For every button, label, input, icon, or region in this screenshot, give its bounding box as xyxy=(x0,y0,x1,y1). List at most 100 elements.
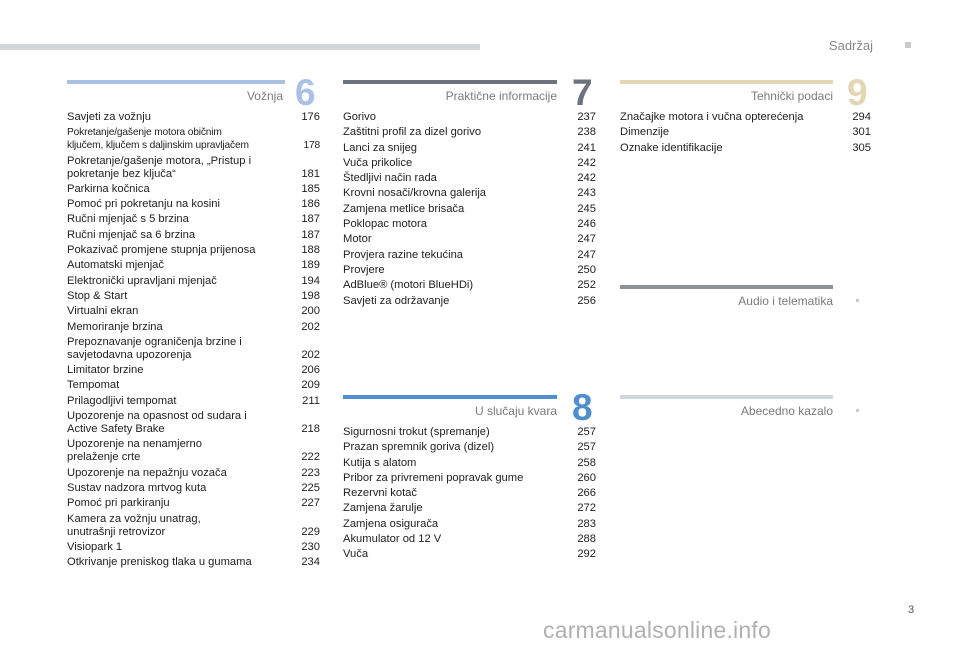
section-bar xyxy=(343,395,557,399)
toc-entry[interactable]: Memoriranje brzina 202 xyxy=(67,321,320,334)
toc-entry-label: Motor xyxy=(343,233,372,246)
toc-entry-page: 246 xyxy=(577,218,596,231)
toc-entry-page: 176 xyxy=(301,111,320,123)
toc-entry-label: AdBlue® (motori BlueHDi) xyxy=(343,279,474,292)
toc-entry-label: Pokazivač promjene stupnja prijenosa xyxy=(67,244,256,257)
toc-entry[interactable]: Značajke motora i vučna opterećenja 294 xyxy=(620,111,871,124)
toc-entry-label: Sigurnosni trokut (spremanje) xyxy=(343,426,490,438)
section-bar xyxy=(343,80,557,84)
section-title: Praktične informacije xyxy=(445,89,557,103)
toc-entry-page: 222 xyxy=(301,451,320,464)
toc-entry-page: 229 xyxy=(301,525,320,538)
section-title: Vožnja xyxy=(246,89,283,103)
toc-entry-label: Kamera za vožnju unatrag, unutrašnji ret… xyxy=(67,512,201,538)
toc-entry[interactable]: Pokretanje/gašenje motora običnim ključe… xyxy=(67,126,320,152)
section-u-slucaju-kvara[interactable]: U slučaju kvara 8 Sigurnosni trokut (spr… xyxy=(343,387,596,575)
toc-entry-label: Pomoć pri parkiranju xyxy=(67,497,170,510)
toc-entry[interactable]: Upozorenje na opasnost od sudara i Activ… xyxy=(67,410,320,436)
toc-entry[interactable]: AdBlue® (motori BlueHDi)252 xyxy=(343,279,596,292)
toc-entry[interactable]: Prepoznavanje ograničenja brzine i savje… xyxy=(67,336,320,362)
toc-entry-label: Savjeti za održavanje xyxy=(343,294,450,307)
toc-entry-label: Štedljivi način rada xyxy=(343,172,437,185)
toc-entry-label: Tempomat xyxy=(67,379,120,392)
toc-entry-label: Pribor za privremeni popravak gume xyxy=(343,471,524,484)
section-number: 8 xyxy=(572,387,593,428)
toc-entry-page: 301 xyxy=(852,126,871,139)
toc-entry-page: 202 xyxy=(301,320,320,333)
toc-entry[interactable]: Prazan spremnik goriva (dizel)257 xyxy=(343,441,596,454)
section-abecedno-kazalo[interactable]: Abecedno kazalo xyxy=(620,395,871,435)
toc-entry-page: 243 xyxy=(577,187,596,200)
toc-entry[interactable]: Upozorenje na nenamjerno prelaženje crte… xyxy=(67,438,320,464)
toc-entry-page: 211 xyxy=(302,394,320,407)
section-tehnicki-podaci[interactable]: Tehnički podaci 9 Značajke motora i vučn… xyxy=(620,72,871,180)
toc-entry[interactable]: Pokretanje/gašenje motora, „Pristup i po… xyxy=(67,155,320,181)
toc-entry-label: Ručni mjenjač sa 6 brzina xyxy=(67,228,196,241)
toc-entry-page: 288 xyxy=(577,533,596,546)
toc-entry-page: 189 xyxy=(301,259,320,272)
toc-entry-label: Kutija s alatom xyxy=(343,456,417,469)
toc-entry-label: Parkirna kočnica xyxy=(67,182,150,195)
toc-entry-page: 257 xyxy=(577,426,596,438)
toc-entry-page: 294 xyxy=(852,111,871,123)
section-audio-i-telematika[interactable]: Audio i telematika xyxy=(620,285,871,325)
toc-entry-page: 202 xyxy=(301,348,320,361)
toc-entry-page: 305 xyxy=(852,141,871,154)
toc-entry-label: Memoriranje brzina xyxy=(67,320,163,333)
toc-entry[interactable]: Sigurnosni trokut (spremanje) 257 xyxy=(343,426,596,439)
toc-entry-label: Gorivo xyxy=(343,111,376,123)
toc-entry-page: 186 xyxy=(301,198,320,211)
toc-entry-label: Zamjena osigurača xyxy=(343,517,439,530)
toc-entry-page: 256 xyxy=(577,294,596,307)
toc-entry[interactable]: Kamera za vožnju unatrag, unutrašnji ret… xyxy=(67,513,320,539)
toc-entry-page: 206 xyxy=(301,364,320,377)
toc-entry-page: 225 xyxy=(301,481,320,494)
toc-entry[interactable]: Savjeti za održavanje 256 xyxy=(343,295,596,308)
toc-entry-label: Značajke motora i vučna opterećenja xyxy=(620,111,804,123)
toc-entry-page: 187 xyxy=(301,213,320,226)
